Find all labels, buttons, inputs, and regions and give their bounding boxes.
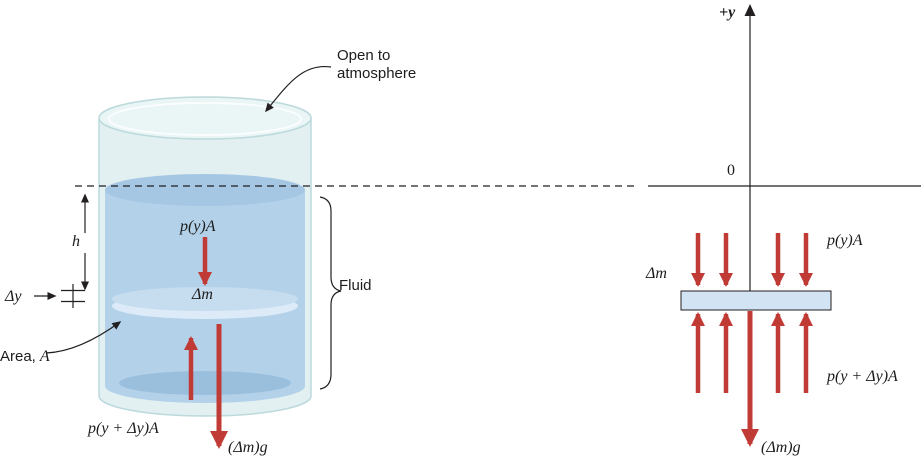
mass-element-rect: [680, 290, 832, 311]
open-to-atmosphere-line2: atmosphere: [337, 65, 417, 82]
open-to-atmosphere-label: Open to atmosphere: [337, 47, 416, 83]
pressure-top-label-left: p(y)A: [180, 218, 216, 235]
fluid-surface: [105, 174, 305, 206]
free-body-diagram: [648, 4, 921, 447]
mass-element-label-left: Δm: [192, 286, 213, 303]
fluid-brace: [319, 196, 342, 390]
mass-element-label-right: Δm: [646, 265, 667, 282]
delta-y-label: Δy: [5, 288, 22, 305]
atmosphere-annotation-arrow: [265, 65, 332, 113]
beaker: [98, 96, 312, 417]
area-annotation-arrow: [45, 321, 122, 354]
pressure-up-arrows-right: [691, 312, 813, 393]
pressure-down-arrows-right: [691, 233, 813, 287]
area-label: Area,A: [0, 347, 50, 366]
fluid-label: Fluid: [339, 277, 372, 294]
pressure-top-label-right: p(y)A: [827, 232, 863, 249]
origin-label: 0: [727, 162, 735, 179]
pressure-bottom-label-left: p(y + Δy)A: [88, 420, 159, 437]
plus-y-axis-label: +y: [719, 4, 736, 21]
depth-h-label: h: [72, 233, 80, 250]
delta-y-ticks: [34, 284, 85, 308]
area-word: Area,: [0, 348, 36, 365]
mass-element-disk: [112, 287, 298, 319]
beaker-rim-highlight: [108, 102, 302, 136]
y-axis-arrowhead: [744, 4, 756, 16]
weight-label-left: (Δm)g: [228, 439, 268, 456]
open-to-atmosphere-line1: Open to: [337, 47, 391, 64]
area-symbol: A: [39, 348, 50, 365]
pressure-bottom-label-right: p(y + Δy)A: [827, 368, 898, 385]
weight-label-right: (Δm)g: [761, 439, 801, 456]
